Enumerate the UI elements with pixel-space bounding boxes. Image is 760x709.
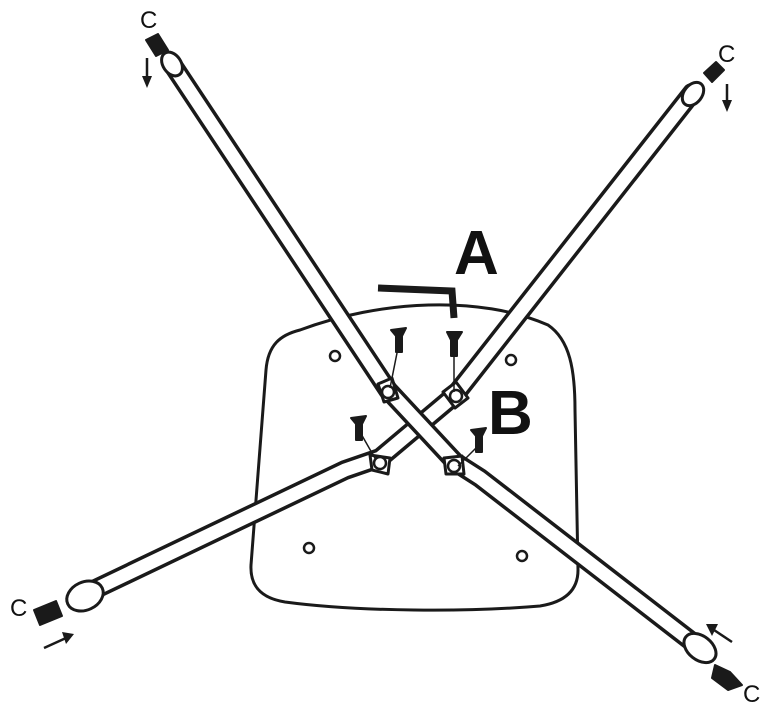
screw-4 [457,427,487,467]
screw-3 [350,415,377,461]
allen-key [377,284,458,319]
label-c-bottom-right: C [743,681,760,708]
label-b: B [488,379,533,448]
cap-bottom-right [711,664,743,691]
chair-seat [249,303,580,612]
label-c-top-right: C [718,41,735,68]
seat-hole-bottom-right [515,549,529,563]
cap-bottom-left [33,600,63,626]
label-a: A [454,219,499,288]
cap-top-left [145,33,169,57]
seat-hole-bottom-left [302,541,316,555]
screw-1 [389,327,407,389]
leg-end-top-right [680,80,706,108]
cap-top-right [703,61,725,83]
label-c-top-left: C [140,7,157,34]
leg-top-left-to-bottom-right [160,50,718,665]
leg-end-bottom-right [682,631,718,665]
seat-hole-top-left [328,349,342,363]
arrow-cap-bottom-right [706,624,733,644]
leg-end-top-left [160,50,184,78]
leg-top-right-to-bottom-left [65,80,706,613]
leg-end-bottom-left [65,579,105,613]
seat-hole-top-right [504,353,518,367]
label-c-bottom-left: C [10,595,27,622]
screw-2 [446,331,463,392]
arrow-cap-bottom-left [43,632,74,650]
arrow-cap-top-right [722,84,732,112]
arrow-cap-top-left [142,58,152,88]
screws [350,327,487,467]
